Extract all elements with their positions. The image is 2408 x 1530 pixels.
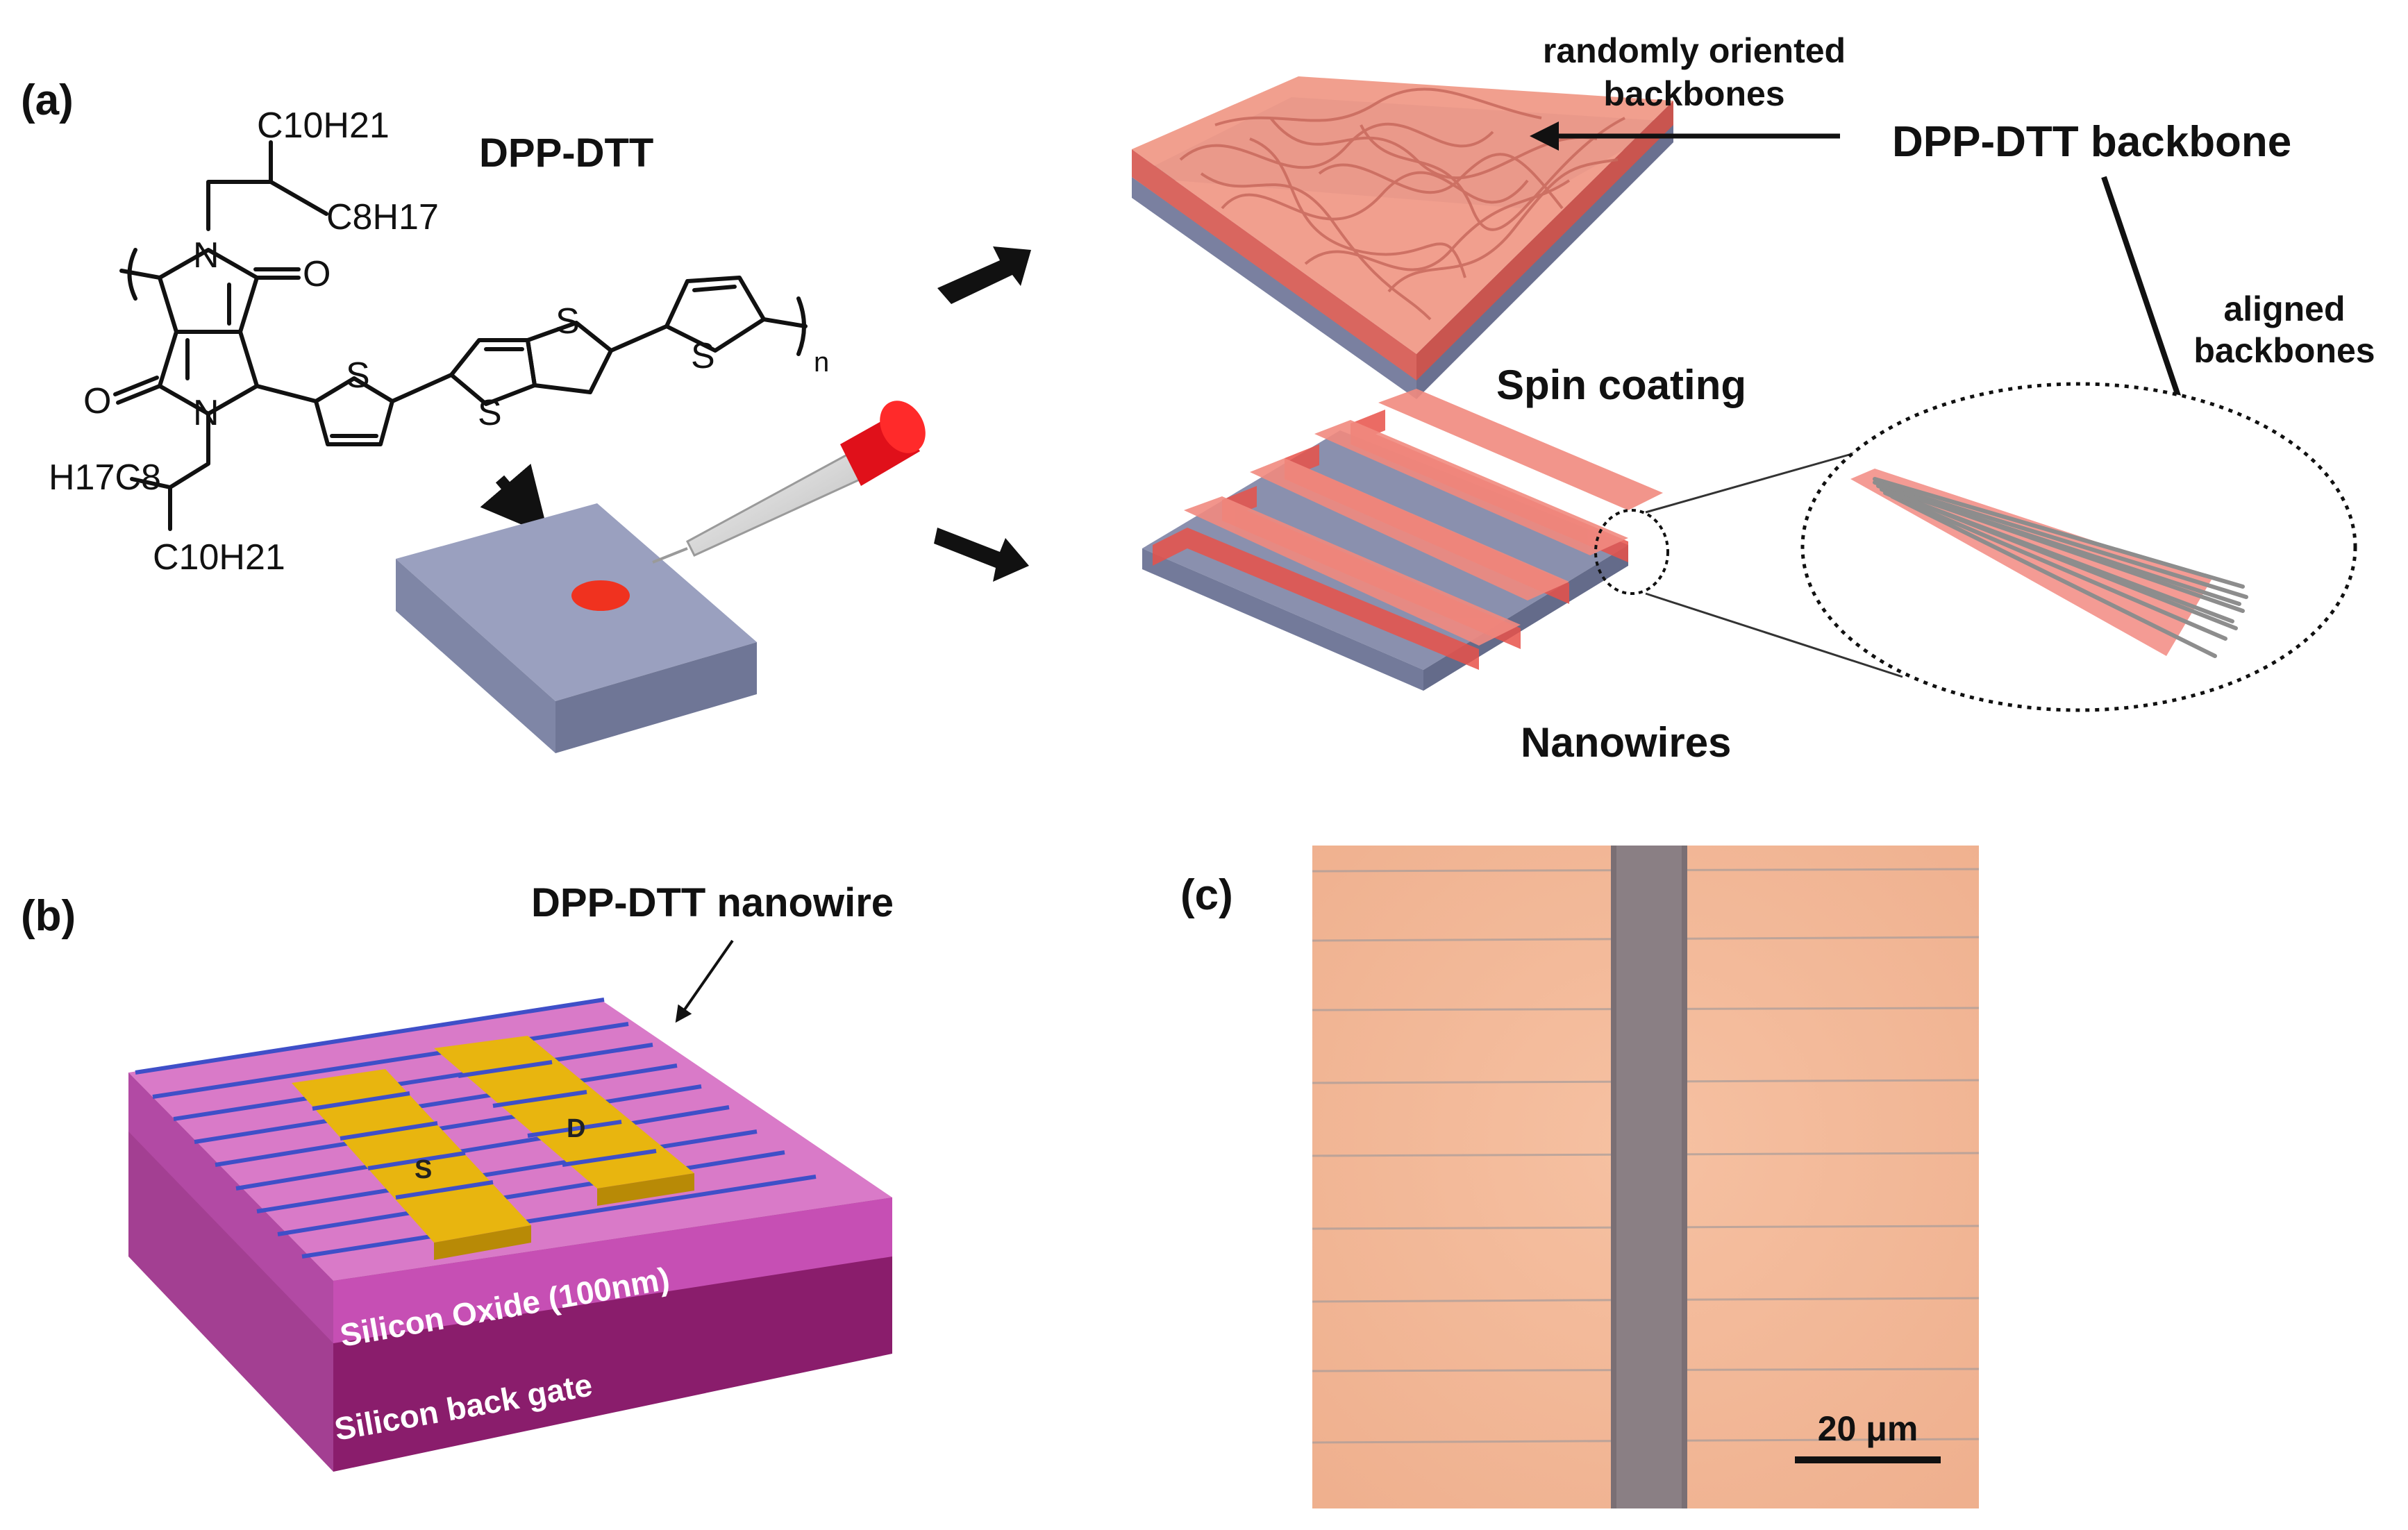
repeat-unit-n: n	[814, 347, 829, 378]
scale-bar	[1795, 1456, 1941, 1463]
spin-coated-film	[1132, 76, 1673, 399]
dpp-dtt-structure	[113, 140, 808, 531]
nanowire-substrate	[1142, 389, 1663, 691]
aligned-label-line1: aligned	[2223, 289, 2345, 328]
atom-s-2: S	[478, 393, 502, 433]
nanowire-tops	[1184, 389, 1663, 646]
drain-label: D	[567, 1114, 585, 1143]
atom-o-right: O	[303, 254, 331, 294]
chain-c10h21-bottom: C10H21	[153, 537, 285, 578]
atom-n-top: N	[193, 235, 219, 276]
chain-h17c8-bottom: H17C8	[49, 457, 161, 498]
panel-b-label: (b)	[21, 892, 76, 940]
drop-cast-substrate	[396, 503, 757, 753]
atom-s-3: S	[555, 301, 580, 342]
chain-c10h21-top: C10H21	[257, 106, 390, 146]
polymer-name: DPP-DTT	[479, 131, 653, 176]
arrow-to-spin-coating	[937, 246, 1031, 304]
micrograph-channel-stripe	[1611, 846, 1687, 1508]
drop-arrow	[480, 464, 549, 537]
atom-o-left: O	[83, 381, 111, 421]
electrode-gaps	[312, 1060, 657, 1200]
zoom-line-bottom	[1645, 592, 1903, 678]
atom-s-4: S	[691, 336, 715, 376]
source-electrode	[292, 1069, 531, 1260]
arrow-to-nanowires	[934, 528, 1029, 582]
polymer-droplet	[571, 580, 630, 611]
randomly-oriented-line2: backbones	[1603, 74, 1784, 113]
panel-b: (b) DPP-DTT nanowire	[21, 880, 894, 1472]
nanowire-device-label: DPP-DTT nanowire	[531, 880, 894, 925]
zoom-source-circle	[1594, 509, 1669, 595]
randomly-oriented-line1: randomly oriented	[1543, 31, 1846, 70]
nanowire-pointer-arrow	[675, 939, 734, 1023]
panel-c-label: (c)	[1180, 871, 1233, 919]
chain-c8h17-top: C8H17	[326, 197, 439, 237]
oxide-front-face	[333, 1197, 892, 1343]
scale-bar-label: 20 μm	[1818, 1409, 1918, 1448]
panel-a-label: (a)	[21, 76, 74, 124]
atom-n-bottom: N	[193, 393, 219, 433]
structure-atom-labels: N N O O S S S S n C10H21 C8H17 H17C8 C10…	[49, 106, 829, 578]
panel-a: N N O O S S S S n C10H21 C8H17 H17C8 C10…	[21, 31, 2375, 766]
oxide-left-face	[128, 1073, 333, 1343]
spin-coating-label: Spin coating	[1496, 362, 1746, 408]
aligned-backbone-bundle	[1850, 469, 2248, 658]
pipette-icon	[652, 401, 926, 564]
nanowires-label: Nanowires	[1521, 719, 1731, 766]
backbone-label: DPP-DTT backbone	[1892, 118, 2291, 166]
aligned-label-line2: backbones	[2193, 331, 2375, 370]
source-label: S	[415, 1155, 432, 1184]
nanowire-lines	[135, 998, 817, 1259]
panel-c: (c) 20 μm	[1180, 846, 1980, 1508]
stripe-shadow	[1611, 846, 1687, 1508]
drain-electrode	[434, 1036, 694, 1206]
atom-s-1: S	[346, 355, 370, 396]
